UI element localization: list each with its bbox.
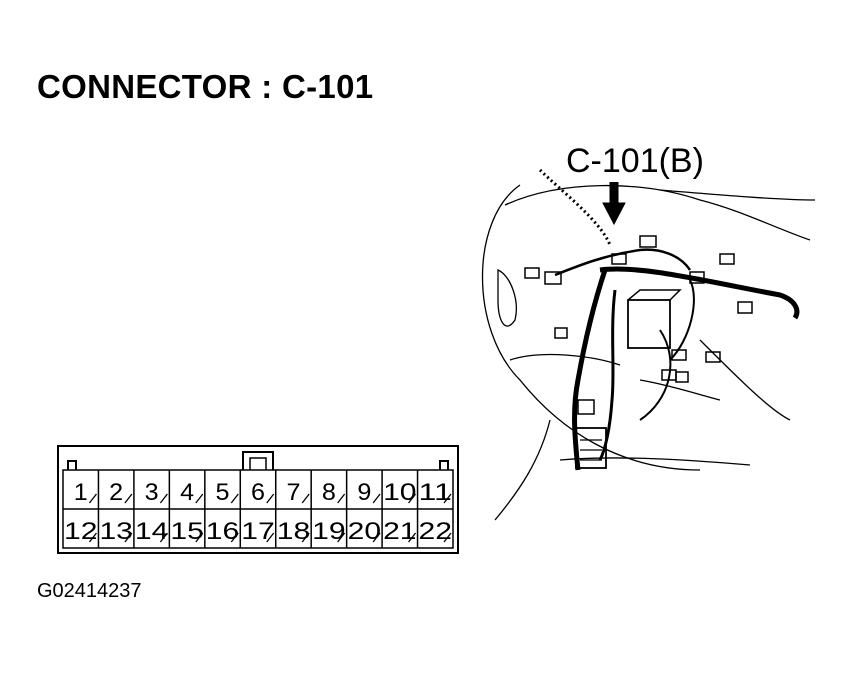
pin-number-15: 15 [170, 518, 203, 545]
harness-illustration [481, 168, 816, 521]
pin-number-3: 3 [145, 479, 159, 506]
pin-tick [301, 532, 310, 543]
pin-tick [266, 493, 275, 504]
pin-tick [230, 493, 239, 504]
pin-number-16: 16 [206, 518, 239, 545]
pin-number-22: 22 [419, 518, 452, 545]
pin-tick [88, 532, 97, 543]
pin-tick [195, 493, 204, 504]
pin-number-19: 19 [312, 518, 345, 545]
pin-number-10: 10 [383, 479, 416, 506]
pin-tick [266, 532, 275, 543]
pin-number-6: 6 [251, 479, 265, 506]
pin-tick [88, 493, 97, 504]
pin-tick [443, 532, 452, 543]
pin-tick [124, 493, 133, 504]
pin-number-9: 9 [357, 479, 371, 506]
pin-tick [230, 532, 239, 543]
pin-number-5: 5 [216, 479, 230, 506]
pin-number-13: 13 [99, 518, 132, 545]
figure-code: G02414237 [37, 580, 142, 602]
pin-number-18: 18 [277, 518, 310, 545]
connector-body [57, 445, 459, 554]
pin-number-17: 17 [241, 518, 274, 545]
connector-title: CONNECTOR : C-101 [37, 68, 374, 105]
pin-tick [408, 532, 417, 543]
pin-tick [337, 493, 346, 504]
pin-tick [443, 493, 452, 504]
pin-tick [372, 493, 381, 504]
pin-number-12: 12 [64, 518, 97, 545]
pin-tick [159, 532, 168, 543]
pin-number-1: 1 [74, 479, 88, 506]
pin-tick [408, 493, 417, 504]
pin-tick [337, 532, 346, 543]
pin-number-20: 20 [348, 518, 381, 545]
pin-number-11: 11 [419, 479, 452, 506]
pin-tick [195, 532, 204, 543]
pin-number-14: 14 [135, 518, 168, 545]
pin-tick [124, 532, 133, 543]
callout-label: C-101(B) [566, 142, 704, 180]
pin-tick [301, 493, 310, 504]
pin-number-8: 8 [322, 479, 336, 506]
pin-tick [372, 532, 381, 543]
pin-number-7: 7 [286, 479, 300, 506]
pin-number-21: 21 [383, 518, 416, 545]
pin-number-2: 2 [109, 479, 123, 506]
pin-tick [159, 493, 168, 504]
pin-number-4: 4 [180, 479, 194, 506]
